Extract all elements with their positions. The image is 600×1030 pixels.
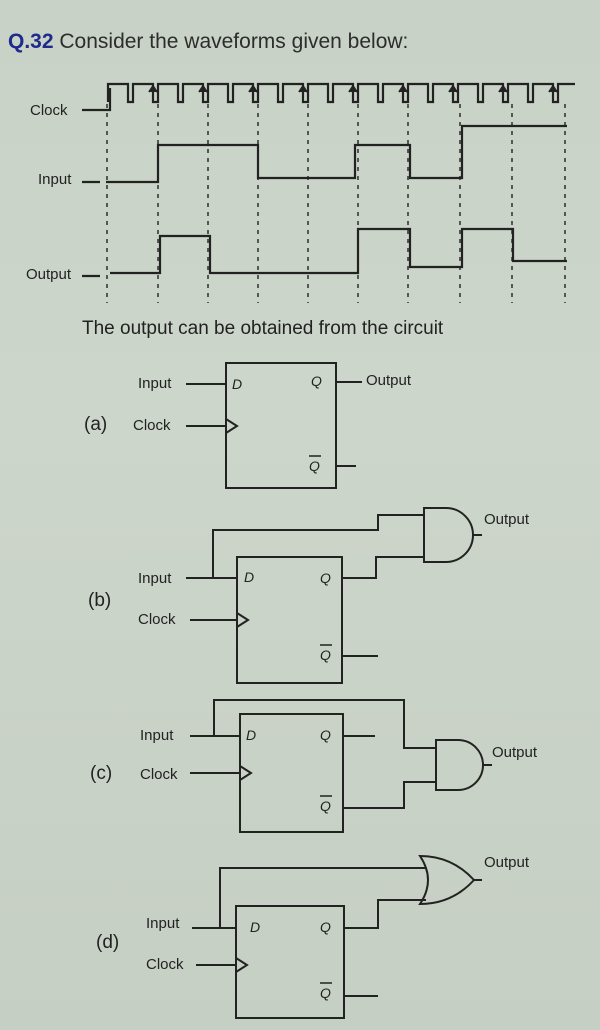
option-d-input-label: Input xyxy=(146,915,180,932)
option-c-output-label: Output xyxy=(492,744,538,761)
option-a-d-pin: D xyxy=(232,376,243,392)
option-d-qbar-pin: Q xyxy=(320,985,331,1001)
option-b-label[interactable]: (b) xyxy=(88,590,112,611)
option-d-output-label: Output xyxy=(484,854,530,871)
option-c-qbar-pin: Q xyxy=(320,798,331,814)
option-d-d-pin: D xyxy=(250,919,261,935)
option-c-label[interactable]: (c) xyxy=(90,763,113,784)
option-b-input-label: Input xyxy=(138,570,172,587)
option-a-qbar-pin: Q xyxy=(309,458,320,474)
option-c-d-pin: D xyxy=(246,727,257,743)
output-wave-label: Output xyxy=(26,266,72,283)
option-c-and-gate xyxy=(435,739,484,791)
option-a-output-label: Output xyxy=(366,372,412,389)
option-a-clock-label: Clock xyxy=(133,417,171,434)
option-b-output-label: Output xyxy=(484,511,530,528)
option-c-q-pin: Q xyxy=(320,727,331,743)
timing-gridlines xyxy=(106,104,566,303)
option-a-input-label: Input xyxy=(138,375,172,392)
option-d-dff-box xyxy=(235,905,345,1019)
question-text: Consider the waveforms given below: xyxy=(59,30,409,53)
option-a-label[interactable]: (a) xyxy=(84,414,108,435)
option-c-input-label: Input xyxy=(140,727,174,744)
question-statement: The output can be obtained from the circ… xyxy=(82,318,444,339)
option-d-or-gate xyxy=(418,854,476,906)
question-number: Q.32 xyxy=(8,30,54,53)
option-b-d-pin: D xyxy=(244,569,255,585)
option-b-q-pin: Q xyxy=(320,570,331,586)
output-waveform xyxy=(110,227,567,275)
timing-diagram xyxy=(82,82,575,303)
option-d-q-pin: Q xyxy=(320,919,331,935)
option-d-clock-label: Clock xyxy=(146,956,184,973)
option-b-clock-label: Clock xyxy=(138,611,176,628)
option-b-qbar-pin: Q xyxy=(320,647,331,663)
option-d-label[interactable]: (d) xyxy=(96,932,120,953)
clock-wave-label: Clock xyxy=(30,102,68,119)
option-b-and-gate xyxy=(423,507,474,563)
option-c-clock-label: Clock xyxy=(140,766,178,783)
option-a-q-pin: Q xyxy=(311,373,322,389)
question-title: Q.32 Consider the waveforms given below: xyxy=(8,30,408,54)
input-wave-label: Input xyxy=(38,171,72,188)
clock-waveform xyxy=(100,88,112,112)
